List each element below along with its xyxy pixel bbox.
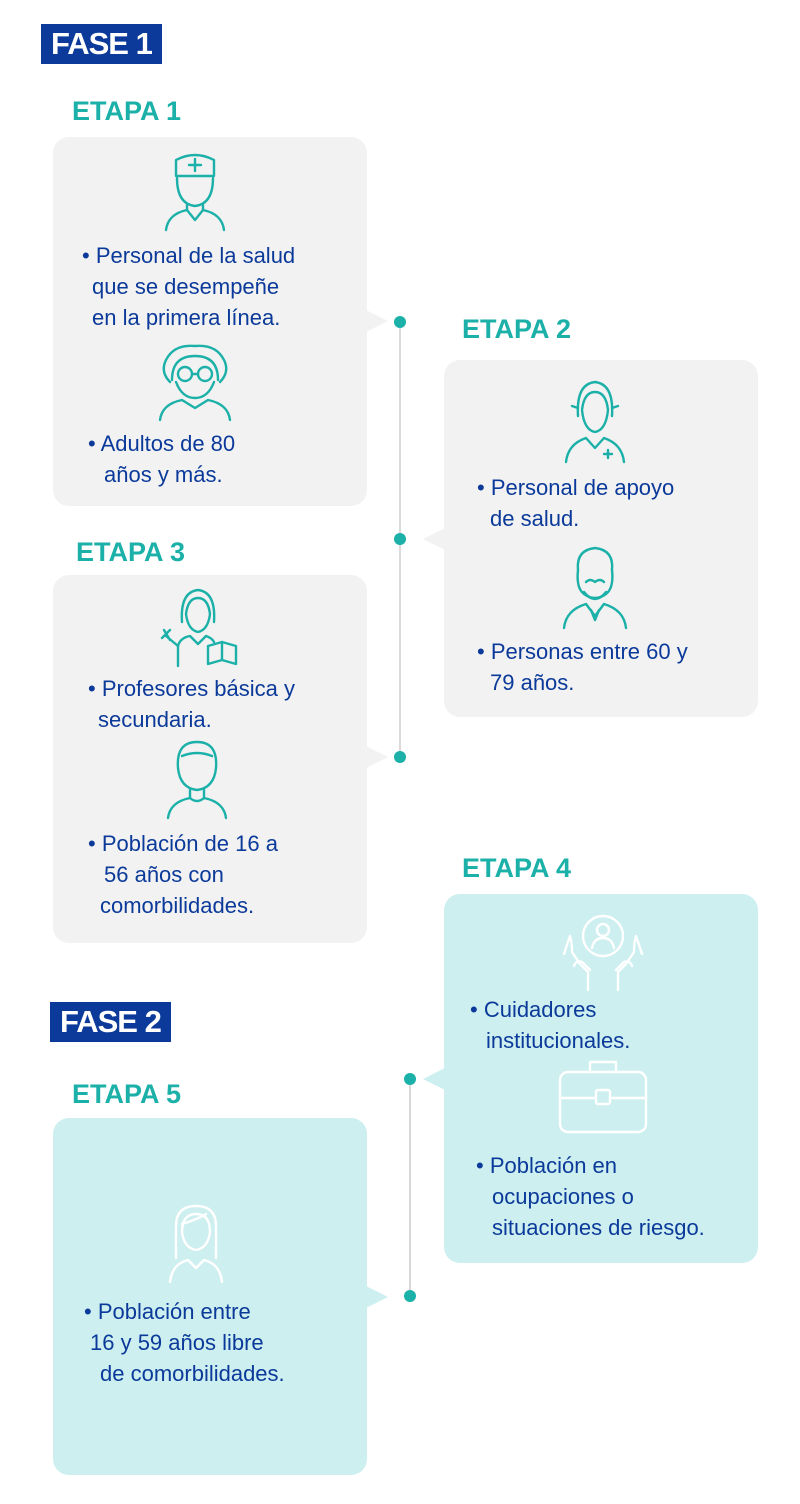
- timeline-dot-etapa-1: [394, 316, 406, 328]
- etapa-2-card: [444, 360, 758, 717]
- timeline-dot-etapa-4: [404, 1073, 416, 1085]
- etapa-3-card: [53, 575, 367, 943]
- health-worker-icon: [562, 378, 628, 464]
- teacher-icon: [156, 586, 238, 668]
- etapa-2-item-2-line-1: • Personas entre 60 y: [477, 639, 688, 664]
- etapa-3-item-2-line-3: comorbilidades.: [100, 893, 255, 918]
- etapa-5-item-1-line-2: 16 y 59 años libre: [90, 1330, 264, 1355]
- etapa-3-item-2-line-1: • Población de 16 a: [88, 831, 278, 856]
- etapa-4-item-1-line-2: institucionales.: [486, 1028, 631, 1053]
- fase-2-label: FASE 2: [50, 1002, 171, 1042]
- bearded-man-icon: [560, 544, 630, 630]
- etapa-3-item-1-line-2: secundaria.: [98, 707, 212, 732]
- etapa-3-title: ETAPA 3: [76, 537, 186, 567]
- caregiver-hands-icon: [560, 906, 646, 992]
- etapa-4-item-2-line-2: ocupaciones o: [492, 1184, 634, 1209]
- etapa-2-item-1-line-2: de salud.: [490, 506, 580, 531]
- etapa-1-item-1-line-1: • Personal de la salud: [82, 243, 296, 268]
- etapa-5-item-1-line-1: • Población entre: [84, 1299, 251, 1324]
- etapa-1-title: ETAPA 1: [72, 96, 182, 126]
- briefcase-icon: [556, 1056, 650, 1136]
- etapa-4-pointer: [423, 1068, 445, 1090]
- nurse-icon: [162, 150, 228, 232]
- young-woman-icon: [166, 1202, 226, 1284]
- etapa-1-pointer: [366, 310, 388, 332]
- etapa-2-pointer: [423, 528, 445, 550]
- etapa-1-card: [53, 137, 367, 506]
- etapa-5-item-1-line-3: de comorbilidades.: [100, 1361, 285, 1386]
- fase-1-label: FASE 1: [41, 24, 162, 64]
- timeline-dot-etapa-5: [404, 1290, 416, 1302]
- etapa-1-item-1-line-2: que se desempeñe: [92, 274, 280, 299]
- etapa-3-item-2-line-2: 56 años con: [104, 862, 224, 887]
- etapa-4-item-2-line-1: • Población en: [476, 1153, 618, 1178]
- etapa-1-item-2-line-2: años y más.: [104, 462, 223, 487]
- timeline-dot-etapa-3: [394, 751, 406, 763]
- etapa-1-item-1-line-3: en la primera línea.: [92, 305, 281, 330]
- etapa-5-pointer: [366, 1286, 388, 1308]
- etapa-2-item-1-line-1: • Personal de apoyo: [477, 475, 675, 500]
- timeline-dot-etapa-2: [394, 533, 406, 545]
- etapa-5-card: [53, 1118, 367, 1475]
- etapa-4-title: ETAPA 4: [462, 853, 572, 883]
- elderly-woman-icon: [154, 342, 236, 422]
- etapa-5-title: ETAPA 5: [72, 1079, 182, 1109]
- etapa-2-item-2-line-2: 79 años.: [490, 670, 575, 695]
- person-icon: [164, 738, 230, 820]
- etapa-2-title: ETAPA 2: [462, 314, 572, 344]
- etapa-4-item-2-line-3: situaciones de riesgo.: [492, 1215, 705, 1240]
- etapa-4-item-1-line-1: • Cuidadores: [470, 997, 597, 1022]
- etapa-3-item-1-line-1: • Profesores básica y: [88, 676, 296, 701]
- etapa-1-item-2-line-1: • Adultos de 80: [88, 431, 236, 456]
- timeline-line-fase-2: [409, 1080, 411, 1296]
- etapa-3-pointer: [366, 746, 388, 768]
